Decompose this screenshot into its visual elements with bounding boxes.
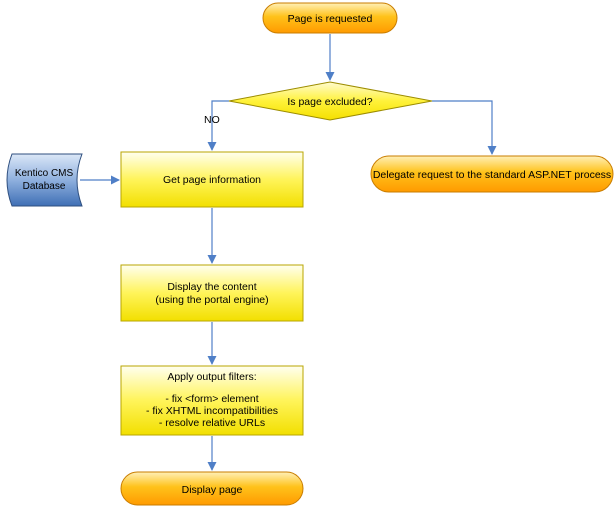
end-node: Display page <box>120 471 304 506</box>
get-info-node-label: Get page information <box>163 174 261 186</box>
database-node: Kentico CMS Database <box>6 153 83 207</box>
get-info-node: Get page information <box>120 151 304 208</box>
edge-decision-to-delegate <box>432 100 497 155</box>
display-content-node: Display the content (using the portal en… <box>120 264 304 322</box>
delegate-node: Delegate request to the standard ASP.NET… <box>370 155 614 193</box>
filters-node-item: - fix <form> element <box>165 393 258 405</box>
edge-label-no: NO <box>204 114 220 126</box>
display-content-node-label-line2: (using the portal engine) <box>155 294 268 306</box>
start-node: Page is requested <box>262 2 398 34</box>
decision-node: Is page excluded? <box>228 81 433 121</box>
connectors <box>80 34 497 471</box>
filters-node: Apply output filters: - fix <form> eleme… <box>120 365 304 436</box>
delegate-node-label: Delegate request to the standard ASP.NET… <box>373 169 611 181</box>
database-node-label-line1: Kentico CMS <box>15 168 74 179</box>
filters-node-title: Apply output filters: <box>167 371 256 383</box>
database-node-label-line2: Database <box>23 181 66 192</box>
filters-node-item: - fix XHTML incompatibilities <box>146 405 278 417</box>
start-node-label: Page is requested <box>288 13 373 25</box>
filters-node-item: - resolve relative URLs <box>159 417 265 429</box>
decision-node-label: Is page excluded? <box>287 96 372 108</box>
display-content-node-label-line1: Display the content <box>167 281 256 293</box>
end-node-label: Display page <box>182 484 243 496</box>
edge-decision-no-to-get-info <box>207 100 229 151</box>
